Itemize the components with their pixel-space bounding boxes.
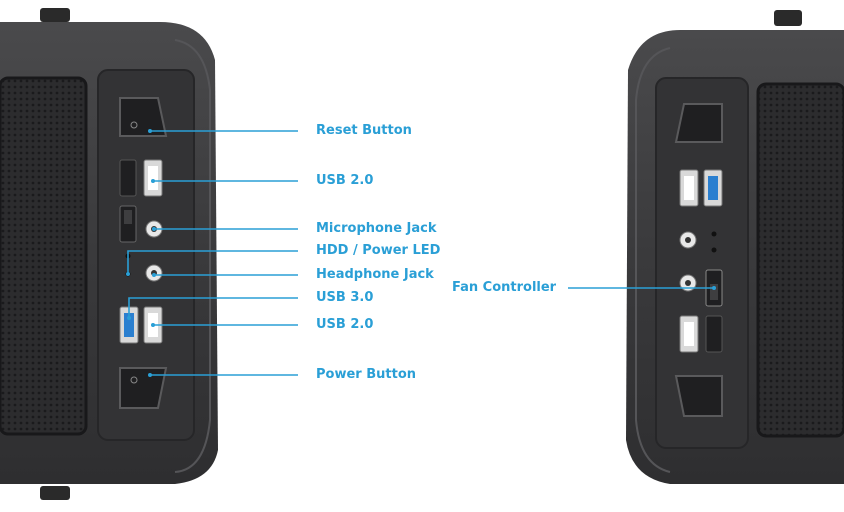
label-usb2-top: USB 2.0 xyxy=(316,173,374,188)
right-top-foot xyxy=(774,10,802,26)
reset-icon xyxy=(130,121,138,129)
right-bottom-button[interactable] xyxy=(674,375,723,417)
bottom-foot xyxy=(40,486,70,500)
label-microphone-jack: Microphone Jack xyxy=(316,221,437,236)
right-led-2 xyxy=(711,247,717,253)
callout-dots xyxy=(126,129,716,377)
top-foot xyxy=(40,8,70,22)
usb-blank-slot xyxy=(119,159,137,197)
right-blank-slot xyxy=(705,315,723,353)
label-hdd-power-led: HDD / Power LED xyxy=(316,243,441,258)
power-icon xyxy=(130,376,138,384)
label-usb3: USB 3.0 xyxy=(316,290,374,305)
right-case xyxy=(626,10,844,484)
label-fan-controller: Fan Controller xyxy=(452,280,557,295)
usb3-callout-line xyxy=(128,297,298,318)
left-mesh-panel xyxy=(0,76,88,436)
right-io-panel xyxy=(655,77,749,449)
right-mesh-panel xyxy=(756,82,844,438)
power-button[interactable] xyxy=(119,367,168,409)
callout-lines xyxy=(127,130,714,376)
left-case xyxy=(0,8,218,500)
led-callout-line xyxy=(127,250,298,274)
label-usb2-bottom: USB 2.0 xyxy=(316,317,374,332)
label-headphone-jack: Headphone Jack xyxy=(316,267,434,282)
label-reset-button: Reset Button xyxy=(316,123,412,138)
right-led-1 xyxy=(711,231,717,237)
label-power-button: Power Button xyxy=(316,367,417,382)
right-top-button[interactable] xyxy=(674,103,723,143)
